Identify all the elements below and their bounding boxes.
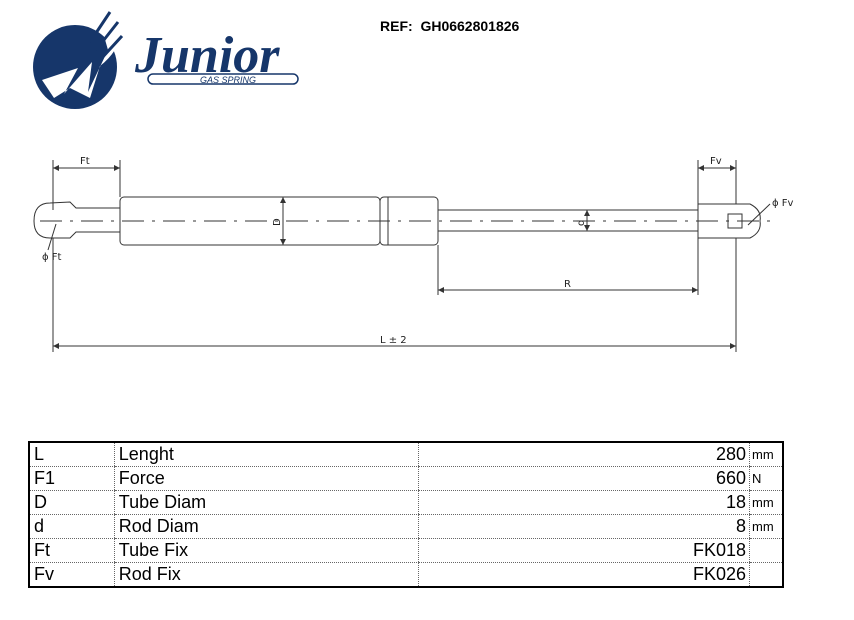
spec-label: Tube Fix — [113, 538, 419, 563]
wing-icon — [42, 0, 126, 98]
spec-value: FK018 — [417, 538, 750, 563]
logo-tagline: GAS SPRING — [200, 75, 256, 85]
length-label: L ± 2 — [380, 335, 407, 346]
ft-top-label: Ft — [80, 156, 90, 167]
logo-tagline-bar — [147, 73, 299, 85]
table-row: d Rod Diam 8 mm — [29, 514, 783, 539]
spec-code: Ft — [29, 538, 115, 563]
junior-logo: Junior GAS SPRING — [30, 0, 310, 112]
logo-graphic: Junior GAS SPRING — [33, 0, 299, 109]
tube-end-fitting — [33, 201, 121, 239]
ft-diam-label: ϕ Ft — [42, 252, 62, 263]
wing-feather-icon — [88, 11, 124, 62]
table-row: F1 Force 660 N — [29, 466, 783, 491]
ft-diam-leader — [47, 223, 57, 251]
spec-value: 18 — [417, 490, 750, 515]
spec-label: Lenght — [113, 442, 419, 467]
spec-code: F1 — [29, 466, 115, 491]
spec-code: D — [29, 490, 115, 515]
table-row: Fv Rod Fix FK026 — [29, 562, 783, 587]
spec-unit — [749, 562, 783, 587]
spec-unit: N — [749, 466, 783, 491]
rod-diam-label: d — [576, 220, 587, 226]
spec-unit: mm — [749, 514, 783, 539]
fv-diam-label: ϕ Fv — [772, 198, 794, 209]
gas-spring-drawing: Ft Fv ϕ Ft ϕ Fv D d R L ± 2 — [33, 156, 794, 352]
spec-code: d — [29, 514, 115, 539]
spec-label: Rod Fix — [113, 562, 419, 587]
spec-unit: mm — [749, 442, 783, 467]
spec-unit: mm — [749, 490, 783, 515]
reference-number: REF: GH0662801826 — [380, 18, 520, 34]
spec-value: 8 — [417, 514, 750, 539]
spec-value: 280 — [417, 442, 750, 467]
stroke-label: R — [564, 279, 571, 290]
table-row: D Tube Diam 18 mm — [29, 490, 783, 515]
table-row: L Lenght 280 mm — [29, 442, 783, 467]
spec-code: L — [29, 442, 115, 467]
spec-value: FK026 — [417, 562, 750, 587]
table-row: Ft Tube Fix FK018 — [29, 538, 783, 563]
spec-label: Force — [113, 466, 419, 491]
spec-label: Rod Diam — [113, 514, 419, 539]
spec-value: 660 — [417, 466, 750, 491]
spec-table: L Lenght 280 mm F1 Force 660 N D Tube Di… — [28, 441, 784, 588]
rod-end-fitting — [697, 203, 761, 239]
spec-unit — [749, 538, 783, 563]
tube-diam-label: D — [272, 218, 283, 226]
spec-code: Fv — [34, 564, 54, 584]
fv-diam-leader — [747, 203, 771, 226]
spec-label: Tube Diam — [113, 490, 419, 515]
fv-top-label: Fv — [710, 156, 722, 167]
